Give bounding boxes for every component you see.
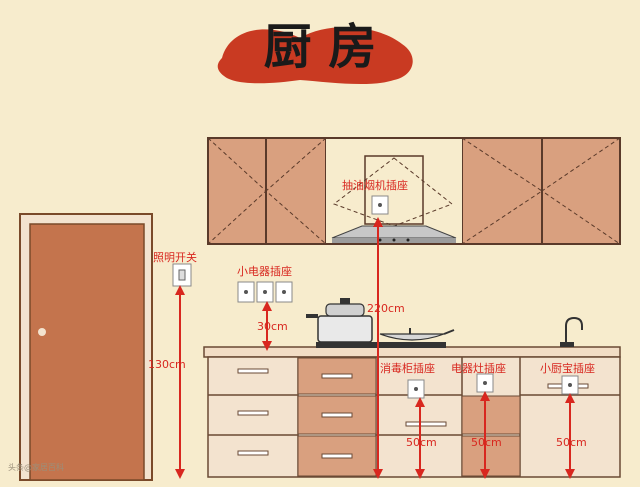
disinfection-cabinet-socket-label: 消毒柜插座 (380, 361, 435, 375)
base-cabinets (203, 346, 621, 478)
disinfection-cabinet-socket-icon (407, 379, 425, 399)
water-heater-socket-icon (561, 375, 579, 395)
switch-height-label: 130cm (148, 358, 186, 371)
pressure-cooker (317, 315, 373, 343)
page-title: 厨 房 (264, 19, 377, 75)
faucet (560, 316, 583, 347)
small-appliance-socket-label: 小电器插座 (237, 264, 292, 278)
door (19, 213, 153, 481)
counter-gap-label: 30cm (257, 320, 288, 333)
stove-socket-icon (476, 373, 494, 393)
watermark: 头条@家居百科 (8, 462, 64, 472)
stove-height-label: 50cm (471, 436, 502, 449)
wok (379, 333, 445, 341)
light-switch-label: 照明开关 (153, 250, 197, 264)
small-appliance-socket-icons (237, 281, 293, 303)
dimension-arrows (175, 217, 575, 479)
disinfection-height-label: 50cm (406, 436, 437, 449)
light-switch-plate (172, 263, 192, 287)
stove-socket-label: 电器灶插座 (451, 361, 506, 375)
door-knob (38, 328, 46, 336)
heater-height-label: 50cm (556, 436, 587, 449)
water-heater-socket-label: 小厨宝插座 (540, 361, 595, 375)
hood-height-label: 220cm (367, 302, 405, 315)
range-hood-socket-icon (371, 195, 389, 215)
range-hood-socket-label: 抽油烟机插座 (342, 178, 408, 192)
title-banner: 厨 房 (217, 19, 413, 85)
range-hood (331, 225, 457, 243)
stove-and-cookware (306, 298, 455, 348)
